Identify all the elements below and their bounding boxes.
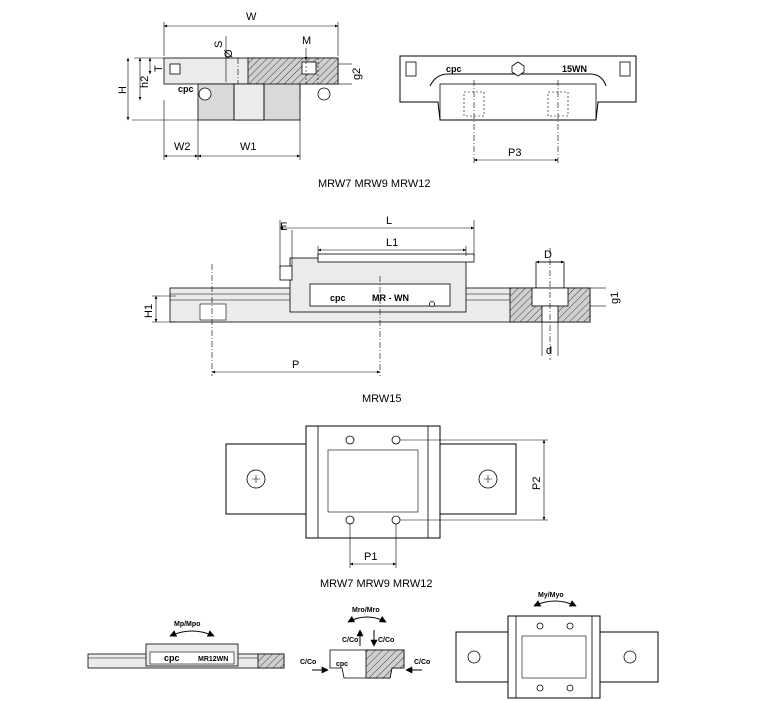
brand-label: cpc [178,84,194,94]
moment-mp: Mp/Mpo [174,621,200,628]
dim-g1: g1 [609,292,621,304]
dim-l: L [386,215,392,227]
dim-s: S [213,41,225,48]
moment-side-view: cpc MR12WN Mp/Mpo [87,621,285,669]
top-view: P1 P2 [225,425,548,568]
ball [198,87,212,101]
svg-text:cpc: cpc [336,661,348,668]
dim-w: W [246,11,257,23]
dim-p: P [292,359,299,371]
caption-section-1: MRW7 MRW9 MRW12 [318,178,430,190]
dim-t: T [153,65,165,72]
side-view-mrw15: cpc MR - WN L L1 E H1 P D d [143,215,621,376]
dim-p1: P1 [364,551,377,563]
front-brand-label: cpc [446,64,462,74]
dim-d-lower: d [546,345,552,357]
dim-l1: L1 [386,237,398,249]
dim-d-upper: D [544,249,552,261]
moment-load-up: C/Co [342,637,358,644]
caption-section-2: MRW15 [362,393,402,405]
rail-code-label: MR - WN [372,293,409,303]
dim-h2: h2 [139,76,151,88]
dim-h1: H1 [143,304,155,318]
moment-top-view: My/Myo [455,592,659,699]
dim-w1: W1 [240,141,257,153]
dim-p2: P2 [531,477,543,490]
block-top [305,425,441,539]
dim-w2: W2 [174,141,191,153]
moment-load-down: C/Co [378,637,394,644]
ball [317,87,331,101]
moment-side-right: C/Co [414,659,430,666]
moment-my: My/Myo [538,592,564,599]
small-block-code: MR12WN [198,656,228,663]
moment-brand-label: cpc [164,653,180,663]
moment-mr: Mro/Mro [352,607,380,614]
dim-h: H [117,86,129,94]
side-brand-label: cpc [330,293,346,303]
block-code-label: 15WN [562,64,587,74]
dim-e: E [280,221,287,233]
dim-dia: Ø [223,49,235,58]
moment-front-view: cpc Mro/Mro C/Co C/Co C/Co C/Co [300,607,430,679]
dim-g2: g2 [351,68,363,80]
front-view: cpc 15WN P3 [399,55,637,164]
caption-section-3: MRW7 MRW9 MRW12 [320,578,432,590]
dim-m: M [302,35,311,47]
dim-p3: P3 [508,147,521,159]
moment-side-left: C/Co [300,659,316,666]
cross-section-view: cpc W M S Ø T h2 H g2 W2 [117,11,363,160]
